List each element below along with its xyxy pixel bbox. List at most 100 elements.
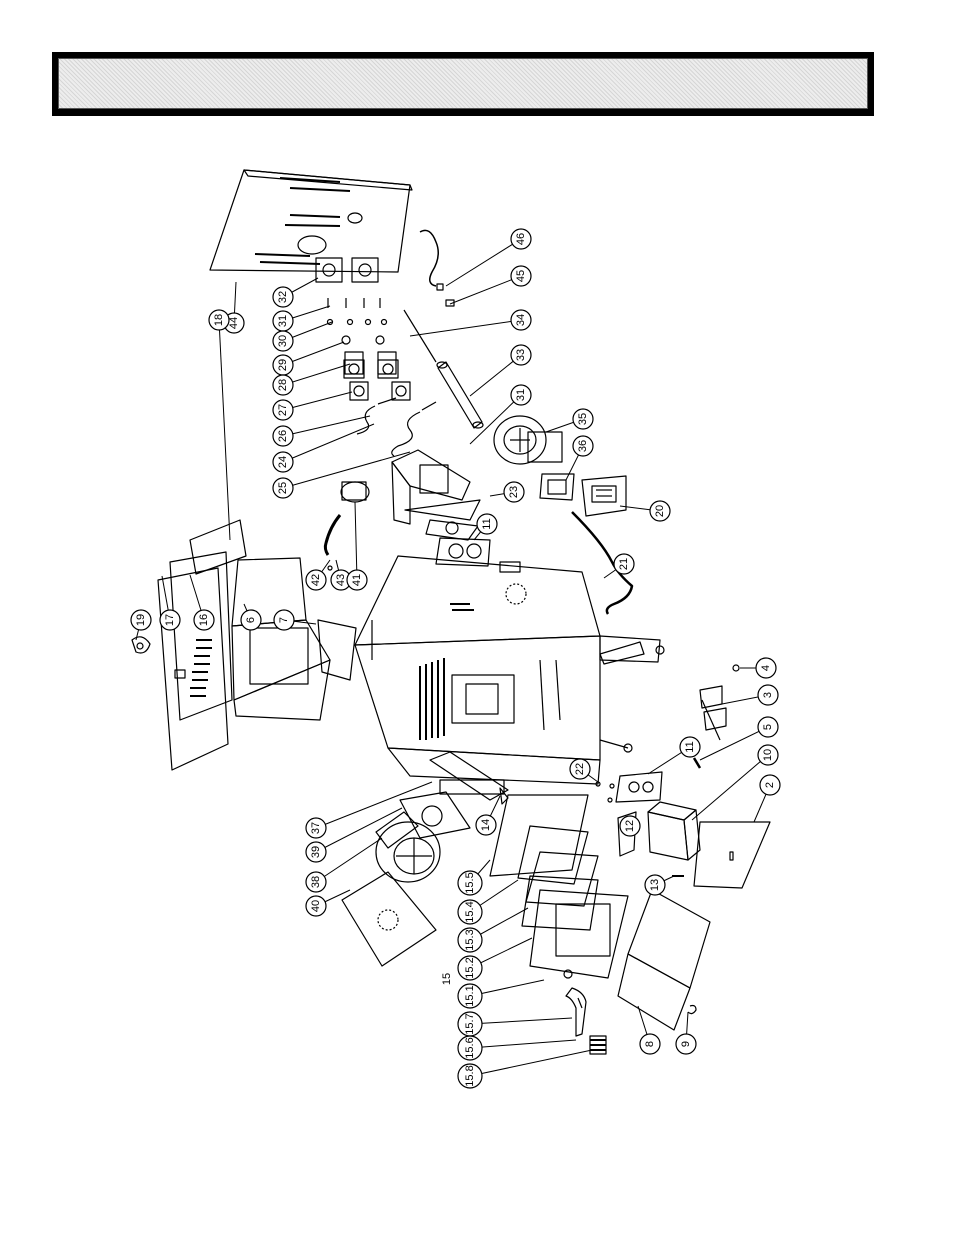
pin (692, 757, 702, 769)
callout: 45 (449, 265, 532, 305)
callout-number: 2 (764, 782, 776, 788)
callout-bubble (130, 609, 152, 631)
callout-number: 8 (644, 1041, 656, 1047)
callout: 27 (272, 391, 353, 421)
callout-number: 33 (515, 349, 527, 361)
callout-leader (699, 726, 769, 761)
callout-bubble (457, 899, 483, 925)
callout-bubble (272, 477, 294, 499)
callout-leader (282, 451, 411, 489)
callout-number: 20 (654, 505, 666, 517)
thermo-probe (403, 309, 437, 363)
combustion-blower (493, 415, 563, 465)
callout-number: 15.3 (464, 929, 476, 950)
callout-bubble (193, 609, 215, 631)
adapter-plate (399, 791, 471, 839)
callout-number: 35 (577, 413, 589, 425)
callout-leader (469, 354, 522, 397)
power-cord (419, 229, 455, 307)
handle-knob (589, 1035, 607, 1055)
callout-bubble (159, 609, 181, 631)
callout-bubble (475, 814, 497, 836)
callout-bubble (757, 684, 779, 706)
callout-bubble (457, 1035, 483, 1061)
callout: 42 (305, 559, 331, 591)
callout: 25 (272, 451, 411, 499)
callout: 31 (469, 384, 532, 445)
callout: 15.4 (457, 879, 519, 925)
callout-number: 14 (480, 819, 492, 831)
callout-leader (469, 394, 522, 445)
callout-bubble (569, 758, 591, 780)
callout-bubble (272, 330, 294, 352)
gasket-plate-lower (615, 771, 663, 803)
callout-number: 36 (577, 440, 589, 452)
auger-motors (315, 257, 379, 283)
callout-bubble (457, 927, 483, 953)
callout-number: 7 (278, 617, 290, 623)
callout: 6 (240, 603, 262, 631)
callout: 20 (619, 500, 671, 522)
callout-bubble (272, 286, 294, 308)
heat-exchanger-plate (341, 871, 437, 967)
callout-bubble (240, 609, 262, 631)
door-assembly (489, 794, 629, 979)
callout-number: 37 (310, 822, 322, 834)
callout-leader (354, 501, 358, 581)
callout-bubble (273, 609, 295, 631)
callout: 28 (272, 363, 351, 396)
callout-bubble (272, 374, 294, 396)
callout-leader (315, 837, 383, 883)
callout-number: 29 (277, 359, 289, 371)
callout-bubble (510, 344, 532, 366)
callout-number: 5 (762, 724, 774, 730)
callout-bubble (755, 657, 777, 679)
leg-stand (429, 751, 509, 801)
title-banner (52, 52, 874, 116)
callout: 10 (691, 744, 779, 821)
callout-leader (469, 1049, 593, 1077)
callout-bubble (757, 744, 779, 766)
auger-bushings (343, 351, 411, 401)
callout-bubble (346, 569, 368, 591)
convection-blower (375, 811, 441, 883)
callout-bubble (619, 815, 641, 837)
callout-number: 15.8 (464, 1065, 476, 1086)
callout: 4 (740, 657, 777, 679)
callout-number: 9 (680, 1041, 692, 1047)
clip (687, 1004, 697, 1015)
callout: 15.7 (457, 1011, 573, 1037)
bracket (699, 685, 727, 741)
callout: 11 (647, 736, 701, 775)
callout-number: 25 (277, 482, 289, 494)
callout-number: 24 (277, 456, 289, 468)
callout-bubble (457, 870, 483, 896)
callout-leader (282, 415, 371, 437)
callout-number: 26 (277, 430, 289, 442)
callout-bubble (510, 265, 532, 287)
callout: 15.5 (457, 859, 491, 896)
callout: 15.2 (457, 937, 533, 981)
callout: 32 (272, 277, 319, 308)
callout: 38 (305, 837, 383, 893)
callout-bubble (457, 983, 483, 1009)
callout-leader (469, 1039, 577, 1049)
callout-leader (282, 391, 353, 411)
callout-number: 44 (228, 317, 240, 329)
callout: 21 (603, 553, 635, 579)
callout-number: 15.5 (464, 872, 476, 893)
callout-number: 23 (508, 486, 520, 498)
callout-leader (691, 754, 769, 821)
callout-number: 22 (574, 763, 586, 775)
callout-number: 40 (310, 900, 322, 912)
callout: 35 (545, 408, 594, 433)
callout-number: 41 (351, 574, 363, 586)
title-banner-fill (58, 58, 868, 109)
callout-leader (282, 341, 345, 366)
wiring-harness (571, 511, 634, 615)
callout-number: 12 (624, 820, 636, 832)
callout-bubble (457, 955, 483, 981)
callout-bubble (759, 774, 781, 796)
callout-number: 4 (760, 665, 772, 671)
callout-leader (315, 781, 433, 829)
